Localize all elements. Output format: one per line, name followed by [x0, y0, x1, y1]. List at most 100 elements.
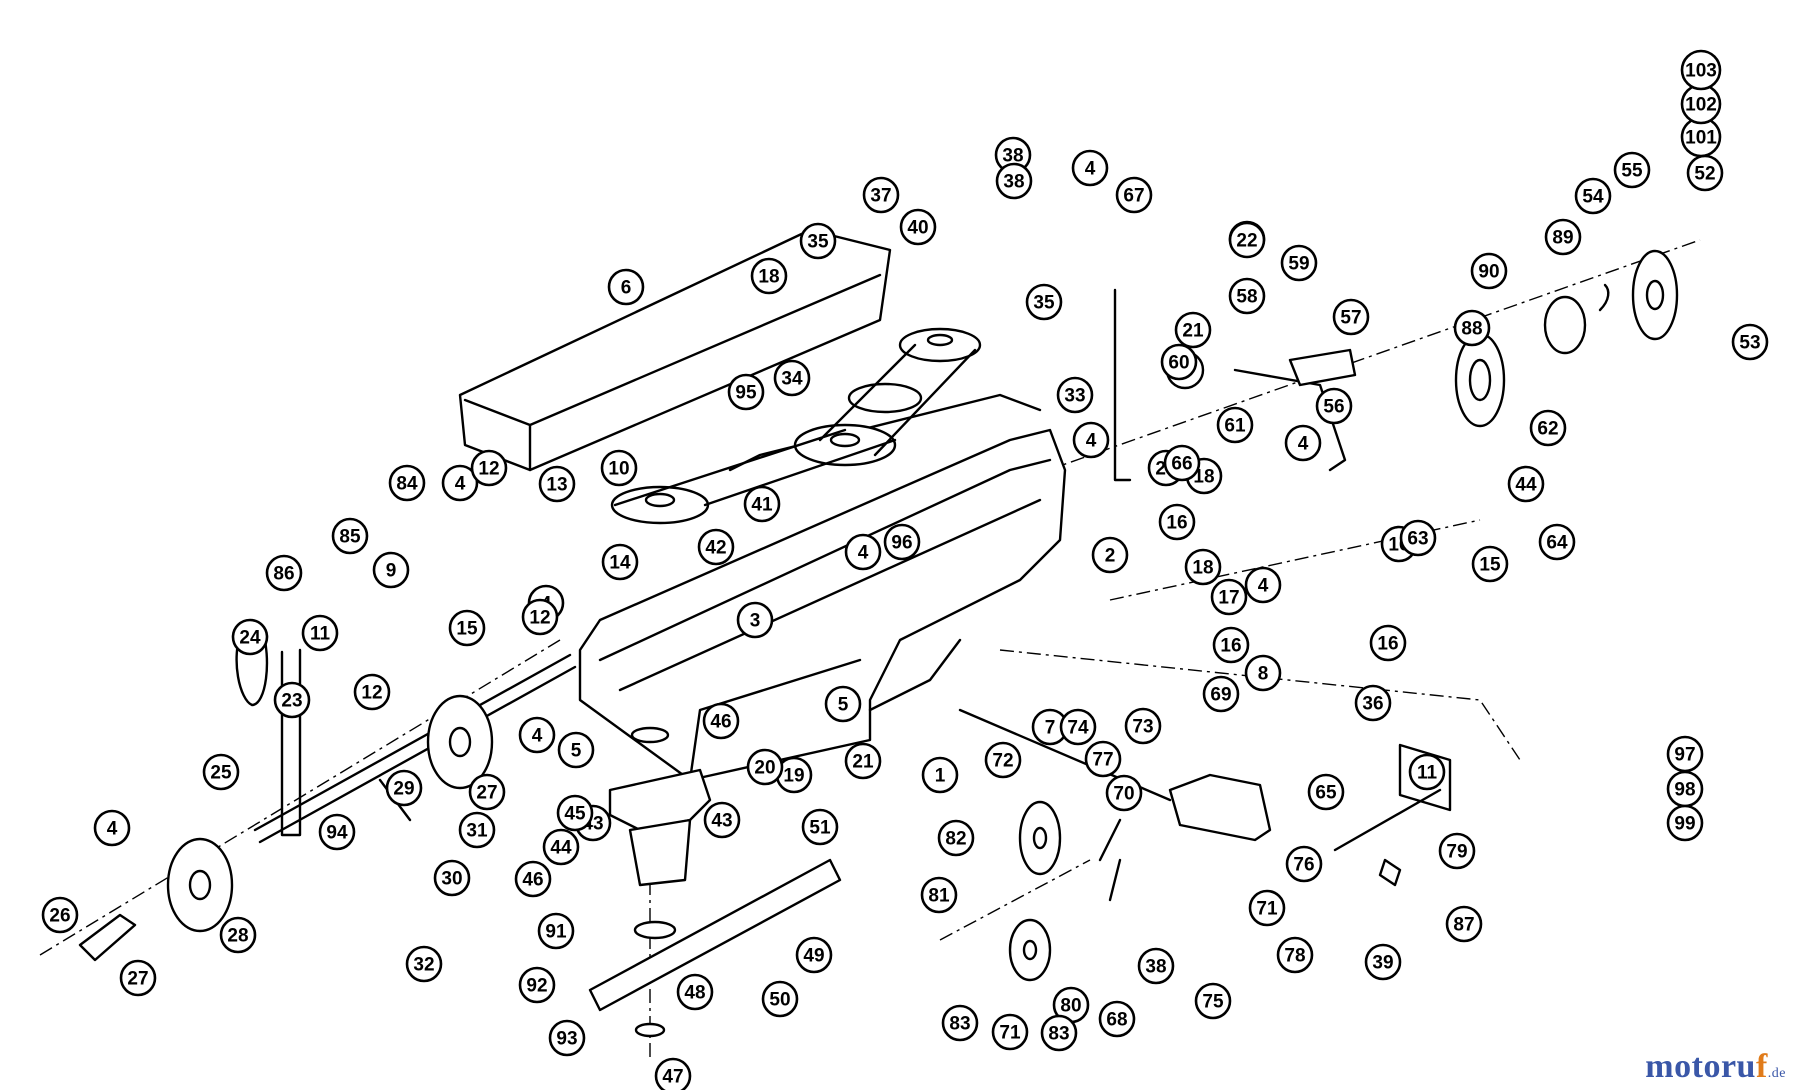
- callout-label: 35: [1033, 293, 1055, 314]
- callout-44: 44: [542, 828, 580, 866]
- callout-83: 83: [941, 1004, 979, 1042]
- callout-label: 38: [1002, 146, 1023, 167]
- callout-circle: [1408, 753, 1446, 791]
- callout-circle: [1354, 684, 1392, 722]
- callout-circle: [353, 673, 391, 711]
- callout-circle: [1438, 832, 1476, 870]
- callout-73: 73: [1124, 707, 1162, 745]
- callout-label: 11: [310, 624, 331, 645]
- callout-label: 23: [281, 691, 302, 712]
- callout-label: 44: [550, 838, 572, 859]
- callout-circle: [991, 1013, 1029, 1051]
- callout-circle: [1544, 218, 1582, 256]
- callout-5: 5: [557, 731, 595, 769]
- callout-label: 94: [326, 823, 348, 844]
- callout-60: 60: [1160, 343, 1198, 381]
- callout-circle: [1538, 523, 1576, 561]
- callout-label: 9: [386, 561, 397, 582]
- callout-circle: [862, 176, 900, 214]
- callout-circle: [941, 1004, 979, 1042]
- callout-circle: [1613, 151, 1651, 189]
- callout-label: 53: [1739, 333, 1760, 354]
- callout-circle: [1072, 421, 1110, 459]
- callout-4: 4: [518, 716, 556, 754]
- callout-circle: [899, 208, 937, 246]
- callout-circle: [844, 742, 882, 780]
- callout-circle: [801, 808, 839, 846]
- callout-34: 34: [773, 359, 811, 397]
- callout-circle: [557, 731, 595, 769]
- callout-circle: [301, 614, 339, 652]
- callout-label: 4: [1298, 434, 1309, 455]
- callout-circle: [1040, 1014, 1078, 1052]
- callout-62: 62: [1529, 409, 1567, 447]
- callout-label: 47: [662, 1067, 683, 1088]
- callout-label: 60: [1168, 353, 1189, 374]
- callout-circle: [1364, 943, 1402, 981]
- callout-70: 70: [1105, 774, 1143, 812]
- callout-4: 4: [1244, 566, 1282, 604]
- callout-50: 50: [761, 980, 799, 1018]
- callout-4: 4: [1284, 424, 1322, 462]
- callout-circle: [601, 543, 639, 581]
- callout-label: 99: [1674, 814, 1695, 835]
- callout-77: 77: [1084, 740, 1122, 778]
- idler-assembly: [958, 708, 1272, 982]
- callout-label: 78: [1284, 946, 1305, 967]
- callout-label: 57: [1340, 308, 1361, 329]
- callout-56: 56: [1315, 387, 1353, 425]
- callout-4: 4: [1071, 149, 1109, 187]
- callout-38: 38: [995, 162, 1033, 200]
- callout-3: 3: [736, 601, 774, 639]
- callout-4: 4: [844, 533, 882, 571]
- callout-label: 42: [705, 538, 726, 559]
- callout-circle: [702, 702, 740, 740]
- callout-circle: [468, 773, 506, 811]
- callout-label: 58: [1236, 287, 1257, 308]
- callout-32: 32: [405, 945, 443, 983]
- callout-79: 79: [1438, 832, 1476, 870]
- callout-circle: [1507, 465, 1545, 503]
- callout-label: 101: [1685, 128, 1717, 149]
- callout-12: 12: [353, 673, 391, 711]
- callout-circle: [1124, 707, 1162, 745]
- callout-circle: [119, 959, 157, 997]
- callout-89: 89: [1544, 218, 1582, 256]
- callout-label: 4: [532, 726, 543, 747]
- callout-label: 32: [413, 955, 434, 976]
- callout-label: 86: [273, 564, 294, 585]
- callout-63: 63: [1399, 519, 1437, 557]
- callout-circle: [1574, 177, 1612, 215]
- callout-9: 9: [372, 551, 410, 589]
- callout-label: 1: [935, 766, 946, 787]
- callout-16: 16: [1158, 503, 1196, 541]
- callout-label: 13: [546, 475, 567, 496]
- callout-circle: [920, 876, 958, 914]
- callout-43: 43: [703, 801, 741, 839]
- callout-24: 24: [231, 618, 269, 656]
- callout-circle: [984, 741, 1022, 779]
- callout-circle: [607, 268, 645, 306]
- callout-42: 42: [697, 528, 735, 566]
- callout-label: 65: [1315, 783, 1337, 804]
- callout-102: 102: [1680, 83, 1722, 125]
- callout-label: 71: [1256, 899, 1278, 920]
- callout-label: 7: [1045, 718, 1056, 739]
- callout-circle: [1216, 406, 1254, 444]
- callout-label: 97: [1674, 745, 1695, 766]
- callout-label: 72: [992, 751, 1013, 772]
- callout-55: 55: [1613, 151, 1651, 189]
- callout-52: 52: [1686, 154, 1724, 192]
- callout-label: 40: [907, 218, 928, 239]
- callout-47: 47: [654, 1057, 692, 1090]
- callout-circle: [1137, 947, 1175, 985]
- callout-circle: [518, 966, 556, 1004]
- callout-16: 16: [1212, 626, 1250, 664]
- callout-circle: [1163, 444, 1201, 482]
- callout-67: 67: [1115, 176, 1153, 214]
- callout-label: 8: [1258, 664, 1269, 685]
- callout-circle: [1332, 298, 1370, 336]
- callout-label: 21: [852, 752, 874, 773]
- callout-label: 11: [1417, 763, 1438, 784]
- callout-61: 61: [1216, 406, 1254, 444]
